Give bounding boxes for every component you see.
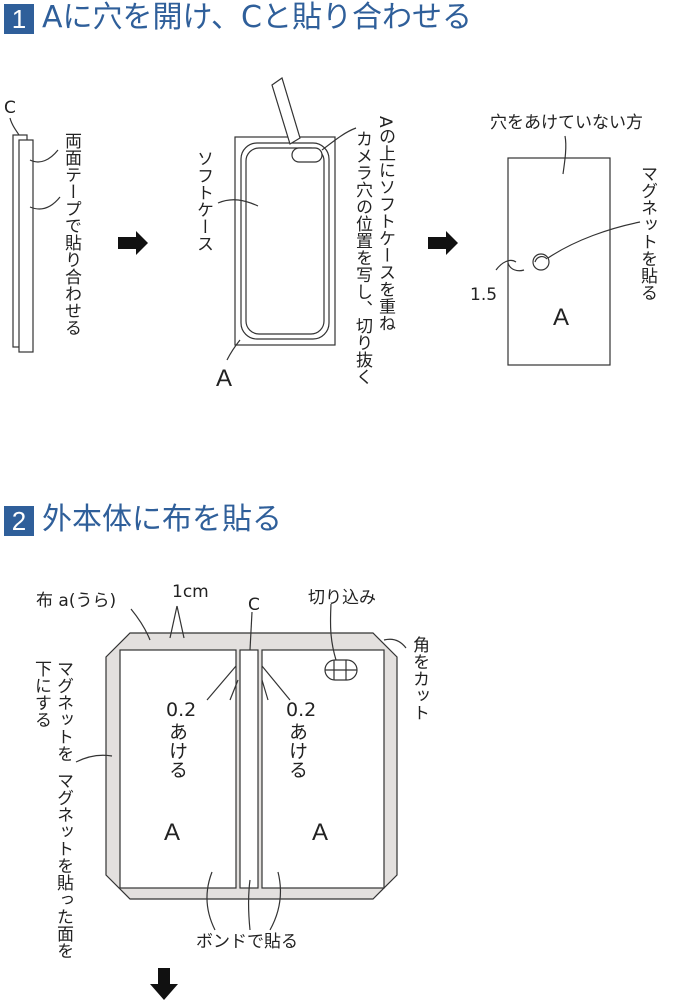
board-c bbox=[239, 649, 259, 889]
camera-hole bbox=[291, 147, 323, 163]
label-1-5: 1.5 bbox=[470, 285, 498, 305]
label-trace-line2: カメラ穴の位置を写し、切り抜く bbox=[352, 130, 372, 385]
label-double-sided-tape: 両面テープで貼り合わせる bbox=[61, 132, 81, 336]
label-c-step1: C bbox=[4, 98, 16, 118]
label-a-right: A bbox=[553, 304, 570, 331]
label-a-board-right: A bbox=[312, 819, 329, 846]
label-1cm: 1cm bbox=[172, 582, 209, 602]
label-a-middle: A bbox=[216, 365, 233, 392]
label-gap-left-text: あける bbox=[166, 722, 188, 779]
cutter-tool bbox=[271, 77, 301, 145]
label-c-step2: C bbox=[248, 595, 260, 615]
label-no-holes-side: 穴をあけていない方 bbox=[490, 113, 643, 133]
arrow-right-icon bbox=[428, 231, 458, 255]
label-gap-right-num: 0.2 bbox=[286, 699, 317, 721]
board-a-side bbox=[18, 139, 34, 353]
arrow-right-icon bbox=[118, 231, 148, 255]
step-2-number: 2 bbox=[4, 506, 34, 536]
label-magnet-down-1: マグネットを bbox=[53, 660, 73, 762]
step-1-title: Aに穴を開け、Cと貼り合わせる bbox=[42, 0, 472, 35]
label-gap-right-text: あける bbox=[286, 722, 308, 779]
label-cut-corners: 角をカット bbox=[409, 636, 429, 721]
step-2-title: 外本体に布を貼る bbox=[42, 502, 282, 537]
soft-case-inner bbox=[245, 147, 325, 335]
label-magnet-down-2: 下にする bbox=[31, 660, 51, 728]
arrow-down-icon bbox=[150, 968, 178, 1000]
board-a-left bbox=[119, 649, 237, 889]
label-bond: ボンドで貼る bbox=[196, 932, 298, 952]
step-1-number: 1 bbox=[4, 4, 34, 34]
label-magnet-face: マグネットを貼った面を bbox=[53, 772, 73, 959]
label-attach-magnet: マグネットを貼る bbox=[637, 165, 657, 301]
board-a-right bbox=[507, 157, 611, 366]
label-soft-case: ソフトケース bbox=[193, 150, 213, 252]
label-fabric-a: 布 a(うら) bbox=[36, 591, 117, 611]
label-slit: 切り込み bbox=[308, 588, 376, 608]
label-gap-left-num: 0.2 bbox=[166, 699, 197, 721]
label-trace-line1: Aの上にソフトケースを重ね bbox=[375, 116, 395, 332]
board-a-right-2 bbox=[261, 649, 385, 889]
label-a-board-left: A bbox=[164, 819, 181, 846]
